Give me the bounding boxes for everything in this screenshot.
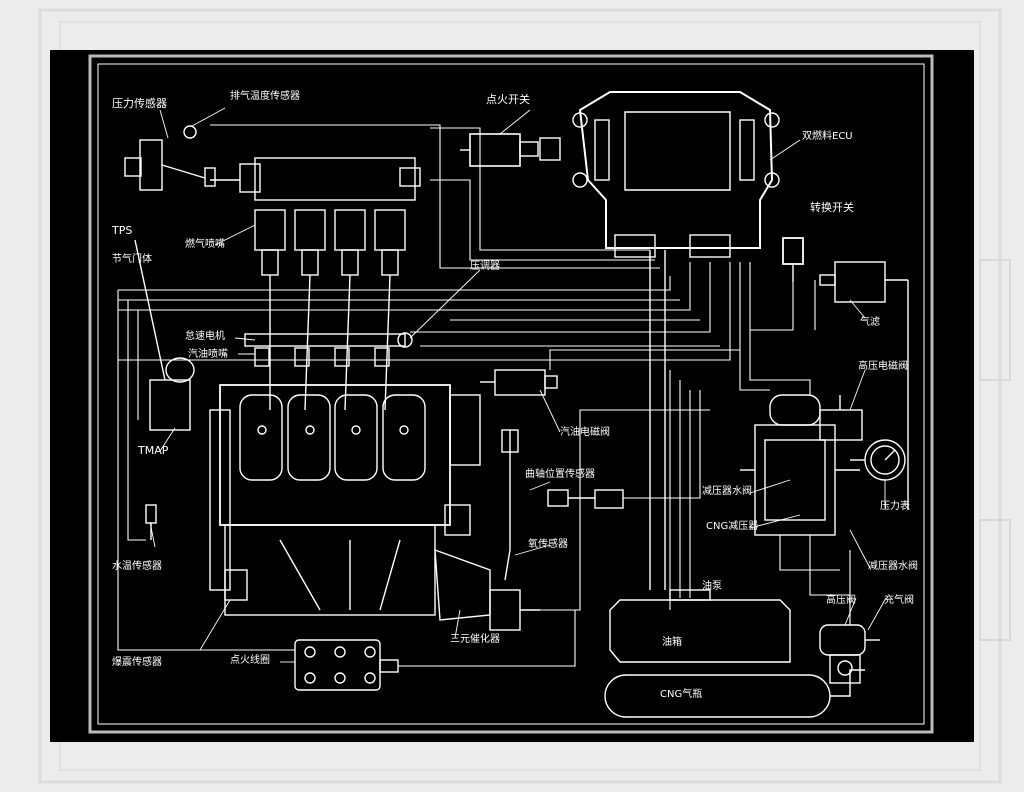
- label-exhaust-temp-sensor: 排气温度传感器: [230, 91, 300, 102]
- high-pressure-solenoid-shape: [819, 395, 863, 441]
- label-ignition-coil: 点火线圈: [230, 655, 270, 666]
- label-ignition-switch: 点火开关: [486, 93, 530, 106]
- label-knock-sensor: 爆震传感器: [112, 657, 162, 668]
- label-fill-valve: 充气阀: [884, 595, 914, 606]
- cng-reducer-shape: [740, 394, 860, 536]
- ignition-switch-shape: [460, 133, 561, 167]
- label-cng-reducer: CNG减压器: [706, 521, 759, 532]
- label-pressure-sensor: 压力传感器: [112, 97, 167, 110]
- engine-wiring-schematic: [88, 54, 934, 734]
- label-cng-cylinder: CNG气瓶: [660, 689, 703, 700]
- leader-lines: [149, 107, 887, 663]
- label-fuel-solenoid: 汽油电磁阀: [560, 427, 610, 438]
- high-pressure-valve-shape: [819, 624, 880, 684]
- label-crank-sensor: 曲轴位置传感器: [525, 469, 595, 480]
- label-fuel-tank: 油箱: [662, 637, 682, 648]
- cng-cylinder-shape: [604, 669, 865, 718]
- label-water-temp-sensor: 水温传感器: [112, 561, 162, 572]
- crank-sensor-shape: [547, 489, 624, 509]
- label-fuel-injector: 汽油喷嘴: [188, 349, 228, 360]
- selector-switch-shape: [782, 237, 804, 282]
- label-fuel-pump: 油泵: [702, 581, 722, 592]
- label-pressure-gauge: 压力表: [880, 501, 910, 512]
- gas-injectors: [254, 209, 406, 411]
- knock-sensor-shape: [224, 569, 248, 601]
- pressure-gauge-shape: [850, 439, 906, 481]
- engine-block: [209, 384, 481, 616]
- label-oxygen-sensor: 氧传感器: [528, 539, 568, 550]
- drawing-frame-outer: [88, 54, 934, 734]
- schematic-canvas: 压力传感器 排气温度传感器 点火开关 双燃料ECU 转换开关 TPS 节气门体 …: [50, 50, 974, 742]
- label-tmap: TMAP: [138, 444, 169, 457]
- label-catalytic-converter: 三元催化器: [450, 634, 500, 645]
- label-pressure-regulator: 压调器: [470, 261, 500, 272]
- label-high-pressure-solenoid: 高压电磁阀: [858, 361, 908, 372]
- label-throttle-body: 节气门体: [112, 254, 152, 265]
- drawing-frame-inner: [97, 63, 925, 725]
- gas-filter-shape: [819, 261, 909, 510]
- label-selector-switch: 转换开关: [810, 201, 854, 214]
- label-gas-injector: 燃气喷嘴: [185, 239, 225, 250]
- label-tps: TPS: [112, 224, 133, 237]
- fuel-solenoid-shape: [480, 369, 558, 396]
- ecu-shape: [572, 91, 780, 258]
- label-idle-motor: 怠速电机: [185, 331, 225, 342]
- ignition-coil-shape: [294, 639, 399, 691]
- fuel-rail: [244, 332, 413, 367]
- gas-injector-rail: [204, 157, 421, 201]
- label-ecu: 双燃料ECU: [802, 131, 853, 142]
- catalytic-converter-shape: [434, 548, 540, 631]
- pressure-sensor-shape: [124, 125, 206, 191]
- label-gas-filter: 气滤: [860, 317, 880, 328]
- label-reducer-water-outlet: 减压器水阀: [868, 561, 918, 572]
- water-temp-sensor-shape: [145, 504, 157, 540]
- label-reducer-water-inlet: 减压器水阀: [702, 486, 752, 497]
- wiring-harness: [117, 124, 851, 667]
- label-high-pressure-valve: 高压阀: [826, 595, 856, 606]
- oxygen-sensor-shape: [501, 429, 519, 581]
